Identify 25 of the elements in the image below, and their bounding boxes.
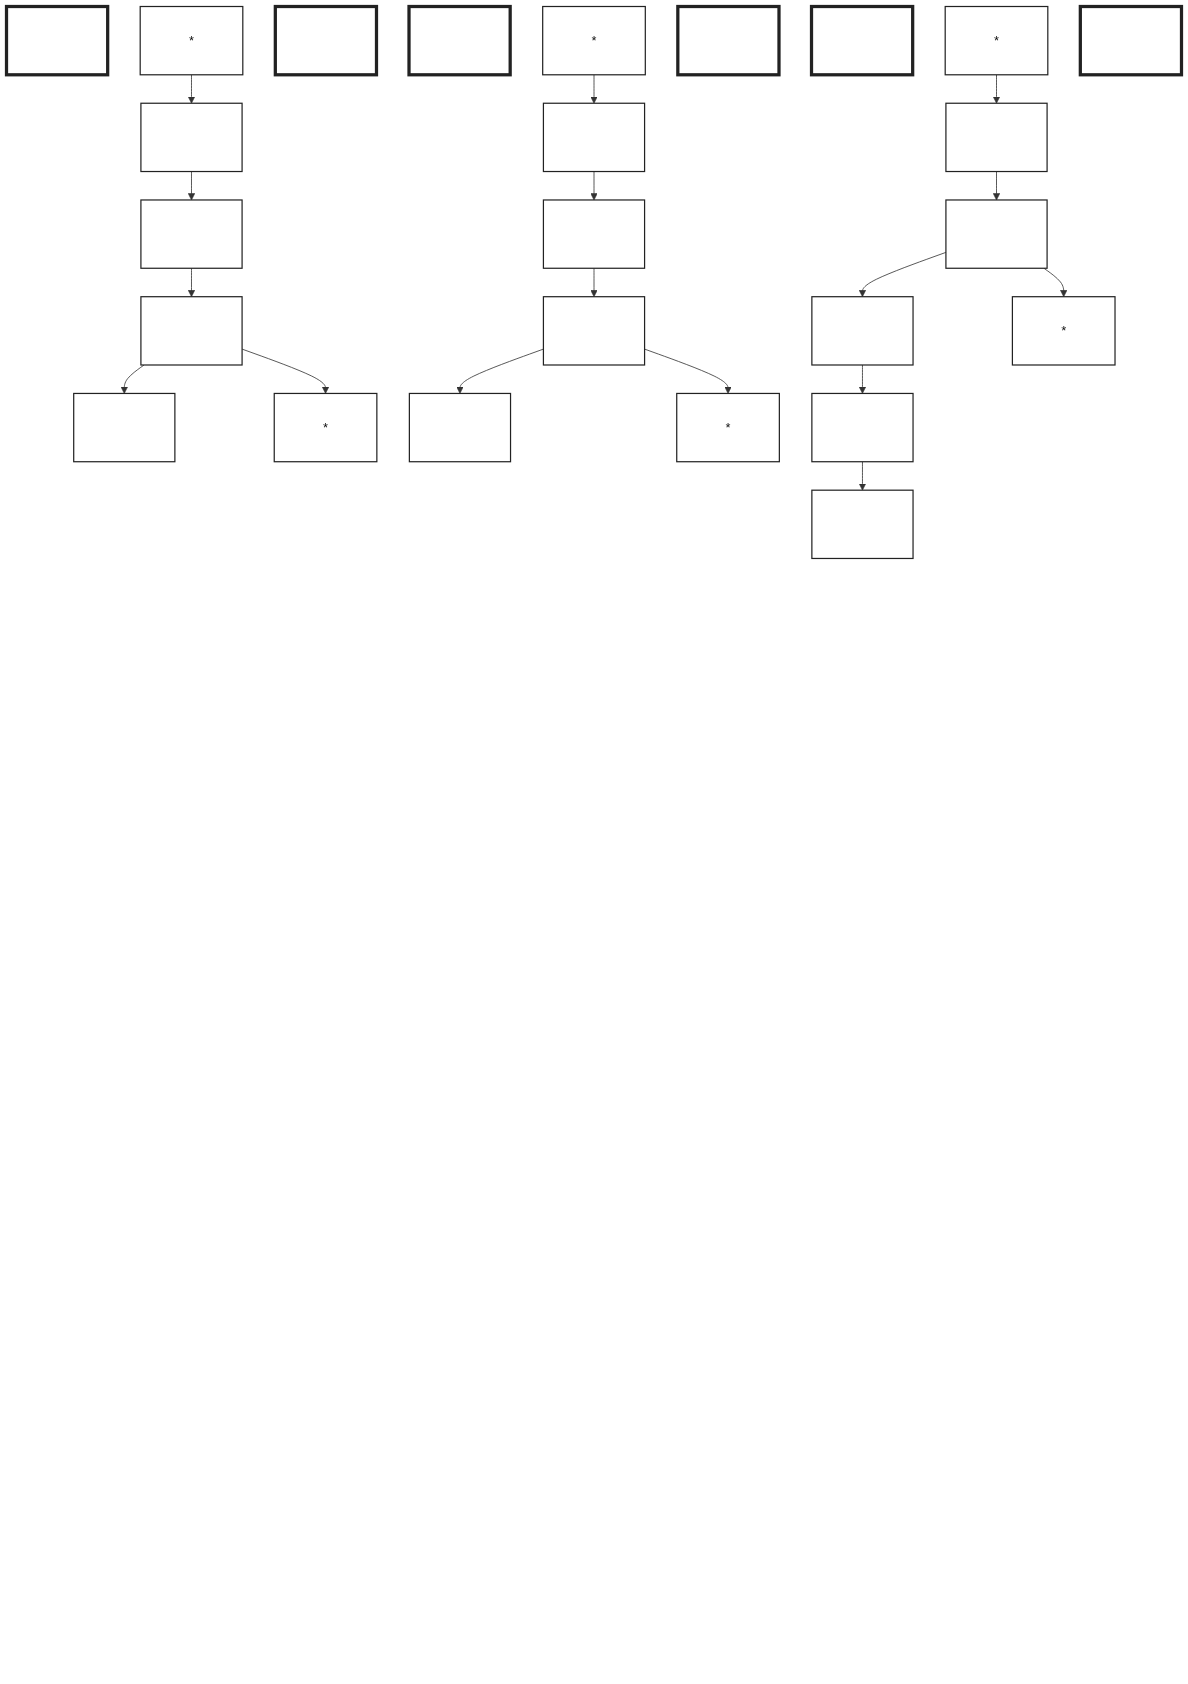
node-box: * xyxy=(139,5,244,76)
node-box xyxy=(140,296,243,366)
node-box xyxy=(811,392,914,463)
node-box xyxy=(140,199,243,269)
node-box xyxy=(4,4,110,77)
node-box xyxy=(1078,4,1184,77)
node-box xyxy=(811,489,914,560)
node-box xyxy=(676,4,781,77)
node-box: * xyxy=(944,5,1049,76)
node-box xyxy=(945,199,1048,269)
node-box xyxy=(407,4,512,77)
node-box xyxy=(273,4,379,77)
node-box xyxy=(811,296,914,366)
node-box: * xyxy=(676,392,780,463)
node-box xyxy=(140,102,243,173)
node-box xyxy=(945,102,1048,173)
node-box xyxy=(542,102,646,173)
node-box: * xyxy=(542,5,646,76)
node-box xyxy=(542,199,646,269)
node-box xyxy=(542,296,646,366)
node-box xyxy=(408,392,512,463)
node-box: * xyxy=(273,392,378,463)
node-box: * xyxy=(1011,296,1116,366)
node-box xyxy=(73,392,176,463)
node-box xyxy=(809,4,915,77)
